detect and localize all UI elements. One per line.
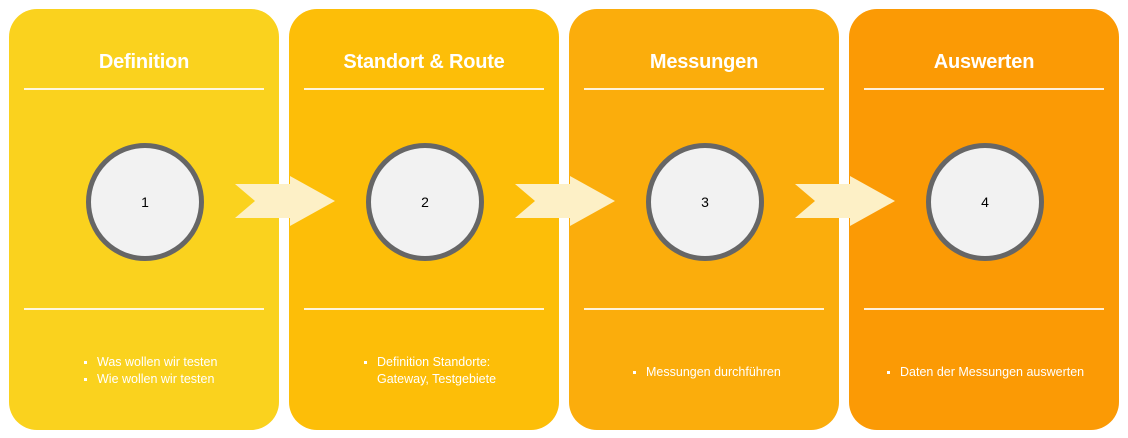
step-number: 2 <box>421 194 429 210</box>
bullet-list: Messungen durchführen <box>633 364 833 381</box>
step-number-circle: 1 <box>86 143 204 261</box>
bullet-item: Daten der Messungen auswerten <box>887 364 1117 381</box>
step-number-circle: 4 <box>926 143 1044 261</box>
stage-title: Auswerten <box>933 51 1035 73</box>
divider <box>24 308 264 310</box>
step-number-circle: 2 <box>366 143 484 261</box>
step-number: 3 <box>701 194 709 210</box>
divider <box>304 308 544 310</box>
stage-card-messungen: Messungen 3 Messungen durchführen <box>569 9 839 430</box>
stage-card-auswerten: Auswerten 4 Daten der Messungen auswerte… <box>849 9 1119 430</box>
stage-title: Messungen <box>649 51 759 73</box>
bullet-item: Definition Standorte: Gateway, Testgebie… <box>364 354 514 388</box>
bullet-list: Was wollen wir testen Wie wollen wir tes… <box>9 354 217 388</box>
stage-title: Definition <box>98 51 190 73</box>
divider <box>584 308 824 310</box>
bullet-item: Was wollen wir testen <box>84 354 217 371</box>
step-number: 1 <box>141 194 149 210</box>
stage-card-standort-route: Standort & Route 2 Definition Standorte:… <box>289 9 559 430</box>
bullet-item: Wie wollen wir testen <box>84 371 217 388</box>
chevron-arrow-icon <box>795 176 895 226</box>
step-number: 4 <box>981 194 989 210</box>
stage-card-definition: Definition 1 Was wollen wir testen Wie w… <box>9 9 279 430</box>
chevron-arrow-icon <box>235 176 335 226</box>
divider <box>304 88 544 90</box>
divider <box>864 88 1104 90</box>
divider <box>24 88 264 90</box>
bullet-list: Daten der Messungen auswerten <box>887 364 1117 381</box>
bullet-list: Definition Standorte: Gateway, Testgebie… <box>364 354 514 388</box>
bullet-item: Messungen durchführen <box>633 364 833 381</box>
divider <box>584 88 824 90</box>
divider <box>864 308 1104 310</box>
chevron-arrow-icon <box>515 176 615 226</box>
step-number-circle: 3 <box>646 143 764 261</box>
stage-title: Standort & Route <box>343 51 505 73</box>
